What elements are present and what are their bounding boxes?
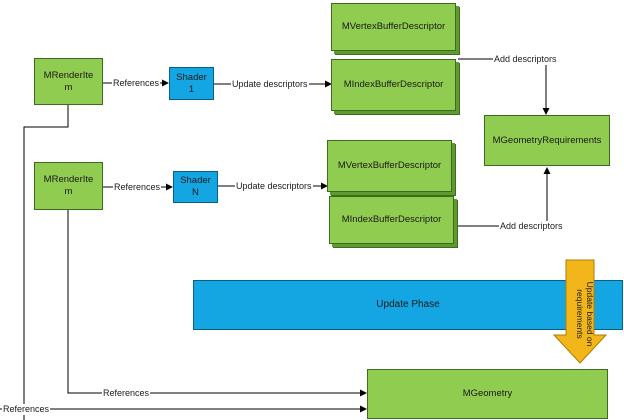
label-references-2: References bbox=[113, 182, 162, 193]
edge-render1-wrap bbox=[23, 105, 69, 420]
update-based-arrow-icon bbox=[552, 259, 608, 364]
shader-n: Shader N bbox=[173, 171, 218, 203]
label-references-3: References bbox=[102, 388, 151, 399]
label-add-descriptors-2: Add descriptors bbox=[499, 221, 564, 232]
label-references-4: References bbox=[2, 404, 51, 415]
index-buffer-descriptor-1: MIndexBufferDescriptor bbox=[331, 59, 456, 111]
label-references-1: References bbox=[112, 78, 161, 89]
update-phase-bar: Update Phase bbox=[193, 280, 623, 330]
geometry: MGeometry bbox=[367, 369, 608, 419]
vertex-buffer-descriptor-1: MVertexBufferDescriptor bbox=[331, 3, 456, 51]
vertex-buffer-descriptor-2: MVertexBufferDescriptor bbox=[327, 140, 452, 192]
label-update-descriptors-2: Update descriptors bbox=[235, 181, 313, 192]
render-item-1: MRenderIte m bbox=[34, 58, 103, 105]
edge-add-desc-2 bbox=[455, 167, 551, 227]
label-add-descriptors-1: Add descriptors bbox=[493, 54, 558, 65]
index-buffer-descriptor-2: MIndexBufferDescriptor bbox=[329, 196, 454, 244]
geometry-requirements: MGeometryRequirements bbox=[484, 115, 610, 166]
update-based-on-requirements-label: Update based on requirements bbox=[575, 281, 595, 347]
render-item-2: MRenderIte m bbox=[34, 162, 103, 210]
edge-references-3 bbox=[67, 210, 367, 397]
shader-1: Shader 1 bbox=[169, 67, 214, 100]
edge-add-desc-1 bbox=[458, 58, 550, 115]
label-update-descriptors-1: Update descriptors bbox=[231, 79, 309, 90]
